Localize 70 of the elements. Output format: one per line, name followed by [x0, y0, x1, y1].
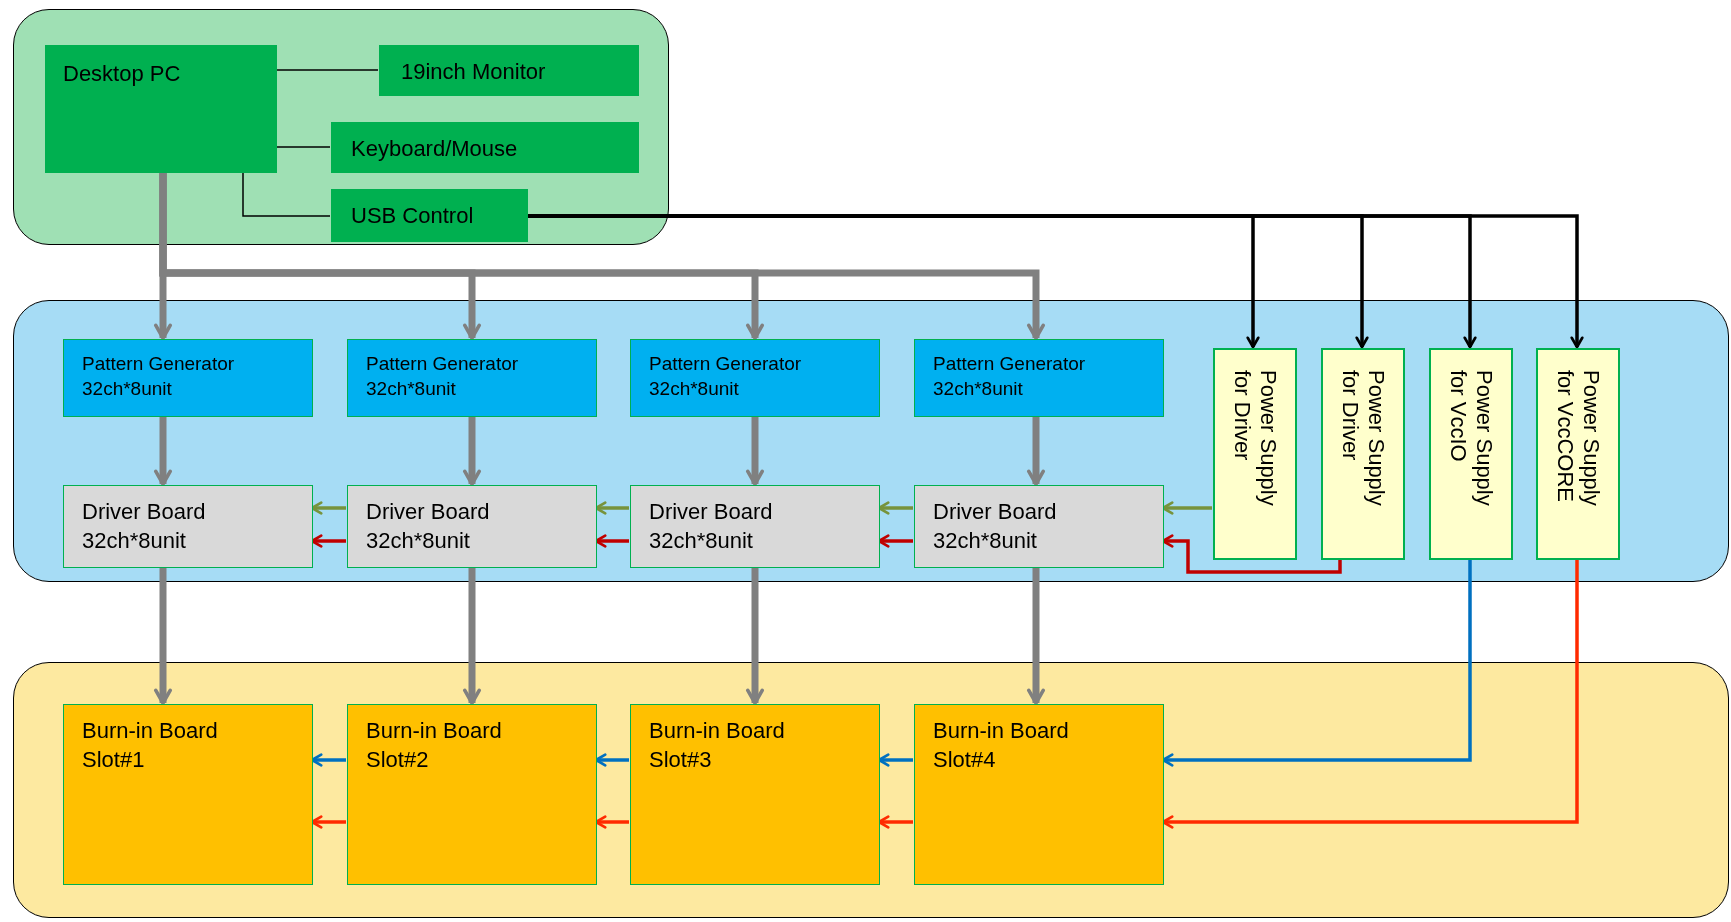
connector-line [242, 171, 331, 217]
box-label: Driver Board 32ch*8unit [82, 498, 207, 555]
arrow [594, 815, 629, 829]
box-label: Power Supply for Driver [1337, 370, 1390, 508]
group-panel [13, 662, 1729, 918]
group-panel [13, 9, 669, 245]
arrow [1027, 567, 1045, 705]
process-box [914, 339, 1164, 417]
arrow [1161, 559, 1472, 767]
arrow [594, 534, 629, 548]
box-label: Pattern Generator 32ch*8unit [933, 352, 1087, 401]
box-label: Pattern Generator 32ch*8unit [82, 352, 236, 401]
arrow [1161, 534, 1342, 574]
arrow [746, 567, 764, 705]
process-box [1321, 348, 1405, 560]
box-label: Burn-in Board Slot#2 [366, 717, 503, 774]
box-label: Power Supply for VccIO [1445, 370, 1498, 508]
box-label: Burn-in Board Slot#3 [649, 717, 786, 774]
arrow [310, 534, 346, 548]
arrow [154, 416, 172, 486]
arrow [463, 567, 481, 705]
process-box [1429, 348, 1513, 560]
arrow [1027, 416, 1045, 486]
process-box [347, 339, 597, 417]
box-label: 19inch Monitor [400, 58, 547, 86]
box-label: Power Supply for Driver [1229, 370, 1282, 508]
process-box [63, 485, 313, 568]
process-box [331, 189, 528, 242]
arrow [877, 815, 913, 829]
box-label: Burn-in Board Slot#1 [82, 717, 219, 774]
process-box [1213, 348, 1297, 560]
box-label: Driver Board 32ch*8unit [366, 498, 491, 555]
arrow [1161, 559, 1579, 829]
arrow [463, 416, 481, 486]
box-label: Driver Board 32ch*8unit [649, 498, 774, 555]
arrow [746, 416, 764, 486]
arrow [877, 501, 913, 515]
arrow [594, 753, 629, 767]
arrow [310, 501, 346, 515]
arrow [310, 815, 346, 829]
process-box [347, 704, 597, 885]
box-label: Pattern Generator 32ch*8unit [366, 352, 520, 401]
process-box [379, 45, 639, 96]
box-label: USB Control [350, 202, 475, 230]
box-label: Driver Board 32ch*8unit [933, 498, 1058, 555]
process-box [914, 485, 1164, 568]
box-label: Pattern Generator 32ch*8unit [649, 352, 803, 401]
process-box [914, 704, 1164, 885]
arrow [310, 753, 346, 767]
process-box [347, 485, 597, 568]
arrow [159, 172, 1045, 340]
arrow [594, 501, 629, 515]
arrow [877, 534, 913, 548]
process-box [630, 485, 880, 568]
process-box [630, 704, 880, 885]
process-box [63, 339, 313, 417]
connector-line [275, 69, 379, 71]
process-box [331, 122, 639, 173]
arrow [877, 753, 913, 767]
box-label: Keyboard/Mouse [350, 135, 519, 163]
connector-line [275, 146, 331, 148]
box-label: Burn-in Board Slot#4 [933, 717, 1070, 774]
process-box [63, 704, 313, 885]
process-box [630, 339, 880, 417]
process-box [1536, 348, 1620, 560]
arrow [154, 567, 172, 705]
process-box [45, 45, 277, 173]
group-panel [13, 300, 1729, 582]
arrow [1161, 501, 1212, 515]
box-label: Desktop PC [62, 60, 182, 88]
